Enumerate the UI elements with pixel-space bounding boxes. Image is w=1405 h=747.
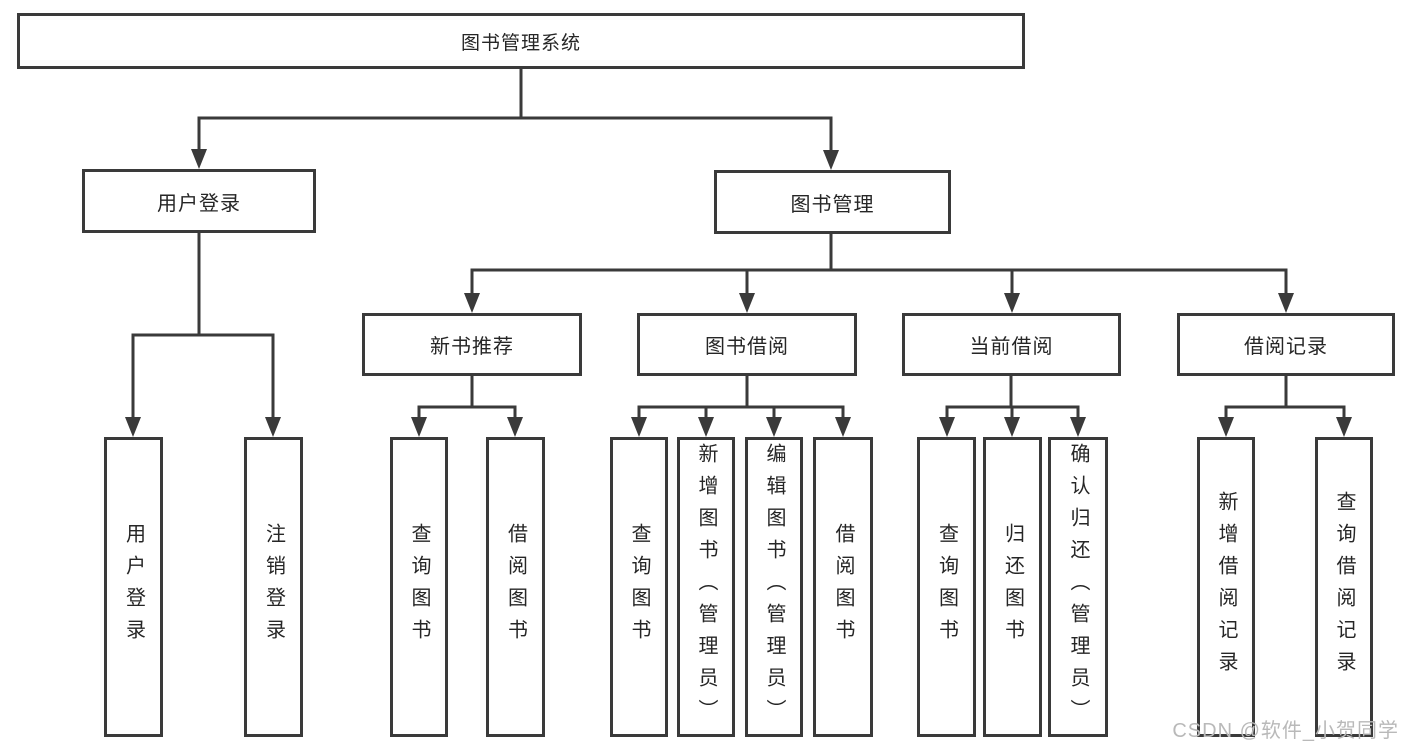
leaf-label: 查询图书 xyxy=(935,523,958,651)
leaf-query-books-recommend: 查询图书 xyxy=(390,437,448,737)
node-root-system: 图书管理系统 xyxy=(17,13,1025,69)
leaf-label: 新增借阅记录 xyxy=(1215,491,1237,683)
leaf-label: 注销登录 xyxy=(262,523,285,651)
leaf-edit-books-admin: 编辑图书（管理员） xyxy=(745,437,803,737)
node-new-book-recommend: 新书推荐 xyxy=(362,313,582,376)
node-label: 图书管理 xyxy=(790,193,875,216)
node-book-management: 图书管理 xyxy=(714,170,951,234)
node-current-borrow: 当前借阅 xyxy=(902,313,1121,376)
leaf-logout: 注销登录 xyxy=(244,437,303,737)
node-borrow-records: 借阅记录 xyxy=(1177,313,1395,376)
node-label: 用户登录 xyxy=(157,192,241,215)
leaf-borrow-books-recommend: 借阅图书 xyxy=(486,437,545,737)
leaf-label: 查询借阅记录 xyxy=(1333,491,1355,683)
leaf-label: 归还图书 xyxy=(1001,523,1024,651)
node-user-login: 用户登录 xyxy=(82,169,316,233)
node-label: 新书推荐 xyxy=(430,336,514,358)
leaf-label: 用户登录 xyxy=(122,523,145,651)
leaf-label: 新增图书（管理员） xyxy=(695,443,717,731)
leaf-borrow-books: 借阅图书 xyxy=(813,437,873,737)
leaf-return-books: 归还图书 xyxy=(983,437,1042,737)
leaf-user-login: 用户登录 xyxy=(104,437,163,737)
csdn-watermark: CSDN @软件_小贺同学 xyxy=(1172,720,1399,742)
arrowheads xyxy=(125,149,1352,437)
leaf-query-books-borrow: 查询图书 xyxy=(610,437,668,737)
leaf-label: 确认归还（管理员） xyxy=(1067,443,1089,731)
leaf-add-books-admin: 新增图书（管理员） xyxy=(677,437,735,737)
leaf-add-borrow-record: 新增借阅记录 xyxy=(1197,437,1255,737)
leaf-label: 借阅图书 xyxy=(832,523,854,651)
node-label: 借阅记录 xyxy=(1244,336,1328,358)
leaf-query-borrow-record: 查询借阅记录 xyxy=(1315,437,1373,737)
leaf-label: 借阅图书 xyxy=(504,523,527,651)
node-label: 图书借阅 xyxy=(705,336,789,358)
leaf-label: 查询图书 xyxy=(408,523,430,651)
node-label: 当前借阅 xyxy=(969,336,1054,358)
node-book-borrow: 图书借阅 xyxy=(637,313,857,376)
leaf-query-books-current: 查询图书 xyxy=(917,437,976,737)
leaf-label: 查询图书 xyxy=(628,523,650,651)
node-root-label: 图书管理系统 xyxy=(460,32,581,54)
leaf-confirm-return-admin: 确认归还（管理员） xyxy=(1048,437,1108,737)
leaf-label: 编辑图书（管理员） xyxy=(763,443,785,731)
